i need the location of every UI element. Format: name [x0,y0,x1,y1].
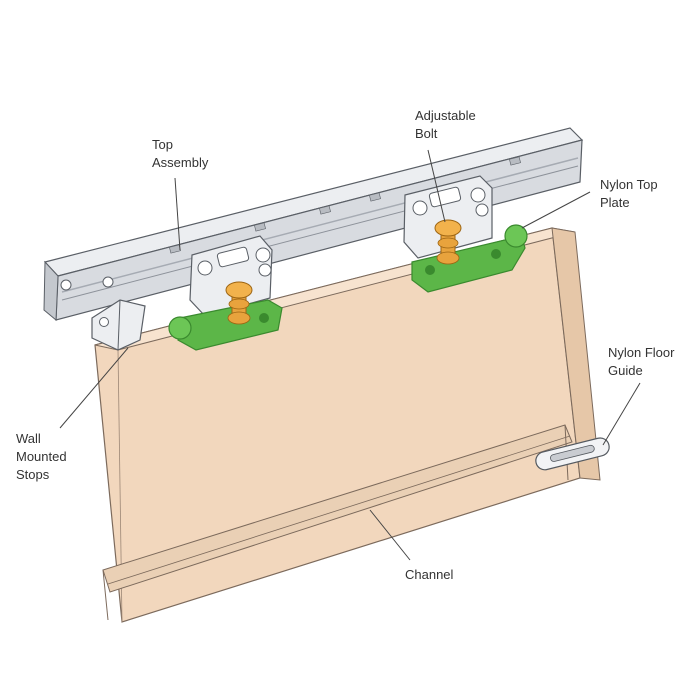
label-top-assembly: Top Assembly [152,137,209,170]
leader-lines [59,149,641,561]
leader-wall-mounted-stops [59,347,129,429]
wall-mounted-stop [91,299,146,351]
label-wall-mounted-stops: Wall Mounted Stops [16,431,67,482]
right-roller-hanger [403,175,528,293]
leader-adjustable-bolt [427,149,446,223]
leader-nylon-floor-guide [602,382,641,446]
door-right-edge [551,227,601,481]
label-nylon-floor-guide: Nylon Floor Guide [608,345,675,378]
label-channel: Channel [405,567,454,582]
leader-nylon-top-plate [521,191,591,229]
door-channel [102,424,573,593]
nylon-floor-guide [535,437,610,471]
leader-channel [369,509,411,561]
label-adjustable-bolt: Adjustable Bolt [415,108,476,141]
label-nylon-top-plate: Nylon Top Plate [600,177,658,210]
leader-top-assembly [174,177,181,251]
left-roller-hanger [168,235,283,351]
